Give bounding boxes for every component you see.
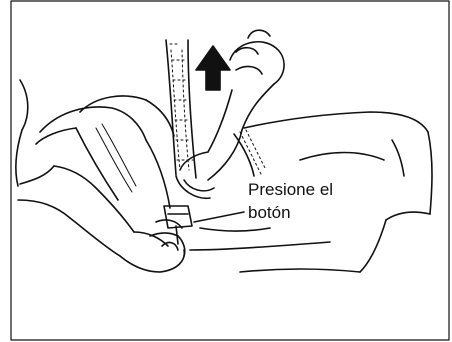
seatbelt-buckle — [164, 206, 192, 244]
leader-line — [194, 212, 244, 222]
lower-hand — [18, 166, 185, 272]
upper-hand — [176, 30, 284, 198]
up-arrow-icon — [196, 46, 230, 90]
press-button-label-line2: botón — [248, 203, 291, 223]
figure-frame — [11, 1, 449, 340]
seated-person-outline — [16, 80, 174, 208]
press-button-label-line1: Presione el — [248, 180, 333, 200]
